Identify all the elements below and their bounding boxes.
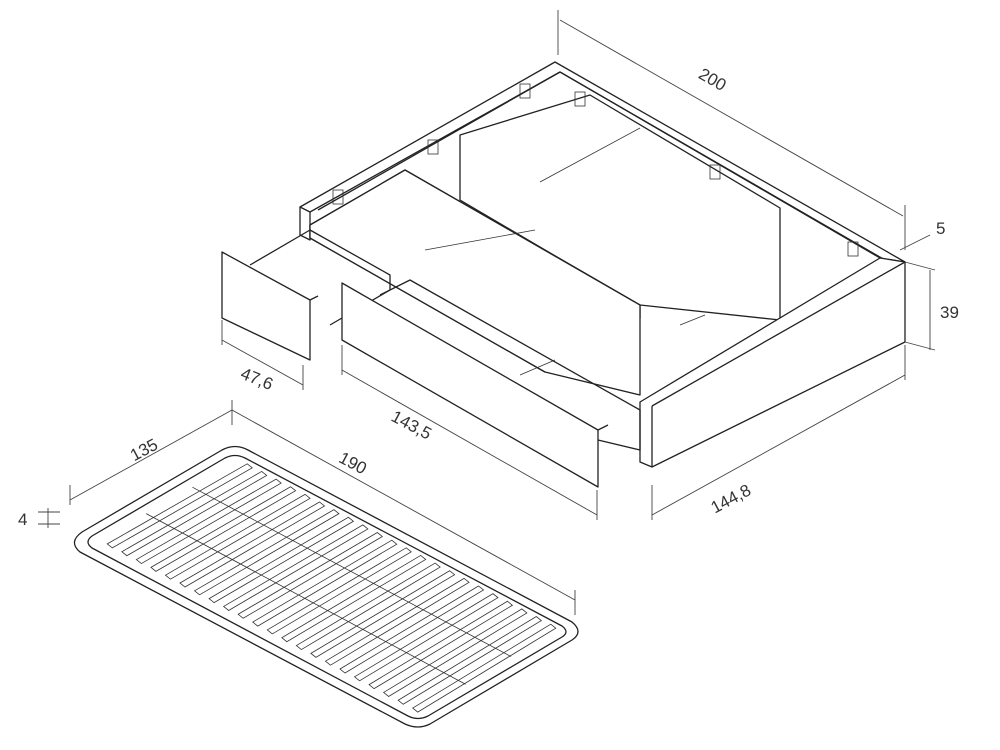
platform-board-front xyxy=(309,169,641,396)
bed-frame xyxy=(221,61,906,488)
slat xyxy=(121,470,268,557)
slat xyxy=(252,539,398,627)
slat-strap xyxy=(192,486,512,657)
dim-bed-width: 144,8 xyxy=(708,481,754,518)
slat xyxy=(412,623,557,713)
slat xyxy=(368,600,514,690)
bracket xyxy=(427,139,439,155)
slat xyxy=(281,554,427,643)
bracket xyxy=(332,189,344,205)
dim-slat-length: 190 xyxy=(336,448,370,478)
platform-board-rear xyxy=(459,94,781,321)
slat xyxy=(164,493,311,580)
slat-base xyxy=(73,445,579,728)
drawer-edge xyxy=(309,295,319,301)
slat-edge xyxy=(519,359,556,376)
bracket xyxy=(574,91,586,107)
slat-strap xyxy=(146,513,466,685)
dim-panel-thickness: 5 xyxy=(936,219,945,238)
panel-edge xyxy=(651,261,906,407)
slat xyxy=(295,562,441,651)
board-joint xyxy=(424,229,536,251)
slat-base-frame-inner xyxy=(87,454,567,720)
inner-right-edge xyxy=(559,71,886,261)
board-joint xyxy=(539,127,641,183)
slat xyxy=(397,616,543,705)
bracket xyxy=(709,164,721,180)
dim-small-drawer: 47,6 xyxy=(238,364,276,394)
slat xyxy=(310,570,456,658)
slat xyxy=(324,577,470,666)
dim-slat-height: 4 xyxy=(18,510,27,529)
dim-slat-width: 135 xyxy=(127,435,161,465)
bracket xyxy=(519,83,531,99)
slat xyxy=(237,532,384,619)
dim-length: 200 xyxy=(695,64,729,95)
slat xyxy=(266,547,412,635)
slat xyxy=(339,585,485,674)
bracket xyxy=(847,241,859,257)
slat xyxy=(382,608,528,697)
dim-height: 39 xyxy=(940,303,959,322)
slat-base-frame-outer xyxy=(73,445,579,728)
slat xyxy=(208,516,355,604)
slat xyxy=(353,593,499,682)
slat xyxy=(179,501,326,588)
small-drawer-front xyxy=(221,251,311,361)
slat xyxy=(106,463,253,549)
slat xyxy=(222,524,369,611)
large-drawer-front xyxy=(341,282,599,488)
dimension-lines xyxy=(38,10,936,615)
dim-large-drawer: 143,5 xyxy=(388,407,434,444)
slat xyxy=(135,478,282,565)
slat-edge xyxy=(679,314,706,326)
slat xyxy=(150,486,297,572)
large-drawer-box xyxy=(379,279,641,451)
drawer-edge xyxy=(597,424,609,431)
slat xyxy=(193,509,340,596)
